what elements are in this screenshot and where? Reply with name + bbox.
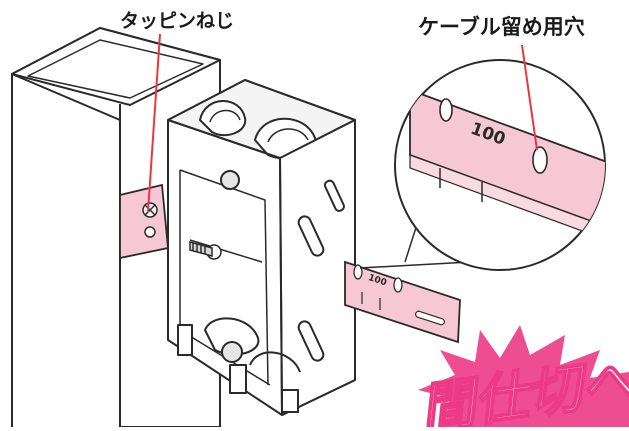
mounting-band: 100 xyxy=(344,260,461,344)
zoom-connector-line-2 xyxy=(359,261,471,269)
screw-leader-line xyxy=(147,33,161,213)
switch-box xyxy=(167,79,356,416)
post-bracket xyxy=(119,183,169,260)
zoom-detail: 100 xyxy=(394,59,606,271)
hole-leader-line xyxy=(521,44,538,151)
tapping-screw-label: タッピンねじ xyxy=(120,10,235,32)
starburst-banner-bg xyxy=(418,325,629,427)
cable-hole-label: ケーブル留め用穴 xyxy=(418,15,585,39)
inner-screw xyxy=(189,241,222,260)
